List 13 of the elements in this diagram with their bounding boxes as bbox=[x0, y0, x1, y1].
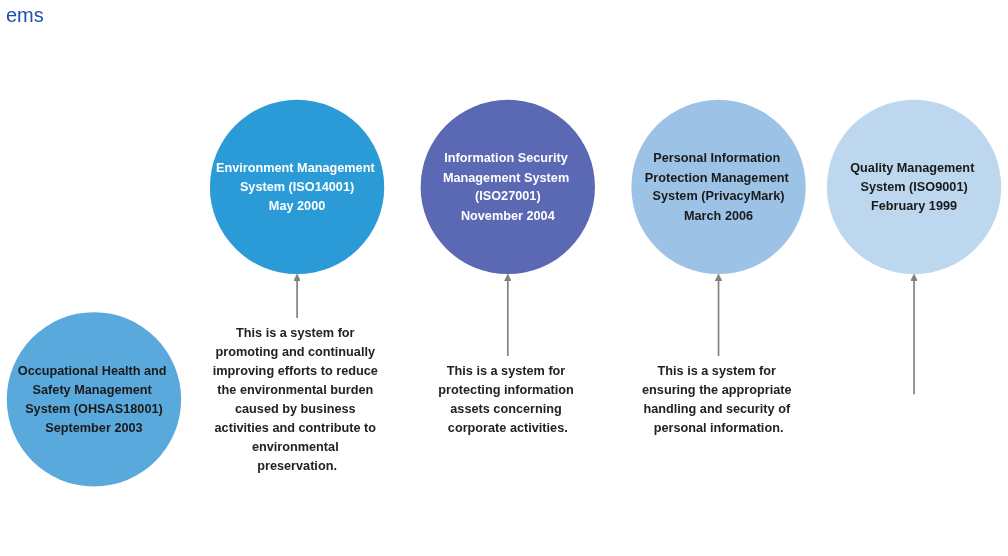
node-circle: Quality Management System (ISO9001) February 1999 bbox=[826, 99, 1002, 274]
node-text: This is a system for protecting information assets concerning corporate activities. bbox=[438, 362, 574, 435]
arrow bbox=[293, 273, 301, 319]
node-circle: Environment Management System (ISO14001) May 2000 bbox=[209, 99, 385, 274]
arrow bbox=[714, 273, 723, 357]
node-circle: Occupational Health and Safety Management System (OHSAS18001) September 2003 bbox=[6, 312, 182, 487]
diagram-title: ems bbox=[6, 4, 44, 27]
node-text: This is a system for ensuring the appropriate handling and security of personal information. bbox=[642, 362, 792, 435]
arrow bbox=[910, 273, 918, 395]
node-text: This is a system for promoting and continually improving efforts to reduce the environmental burden caused by business activities and contribute to environmental preservation. bbox=[212, 324, 378, 473]
arrow bbox=[504, 273, 512, 357]
node-circle: Personal Information Protection Management System (PrivacyMark) March 2006 bbox=[631, 99, 806, 274]
node-circle: Information Security Management System (ISO27001) November 2004 bbox=[420, 99, 595, 274]
